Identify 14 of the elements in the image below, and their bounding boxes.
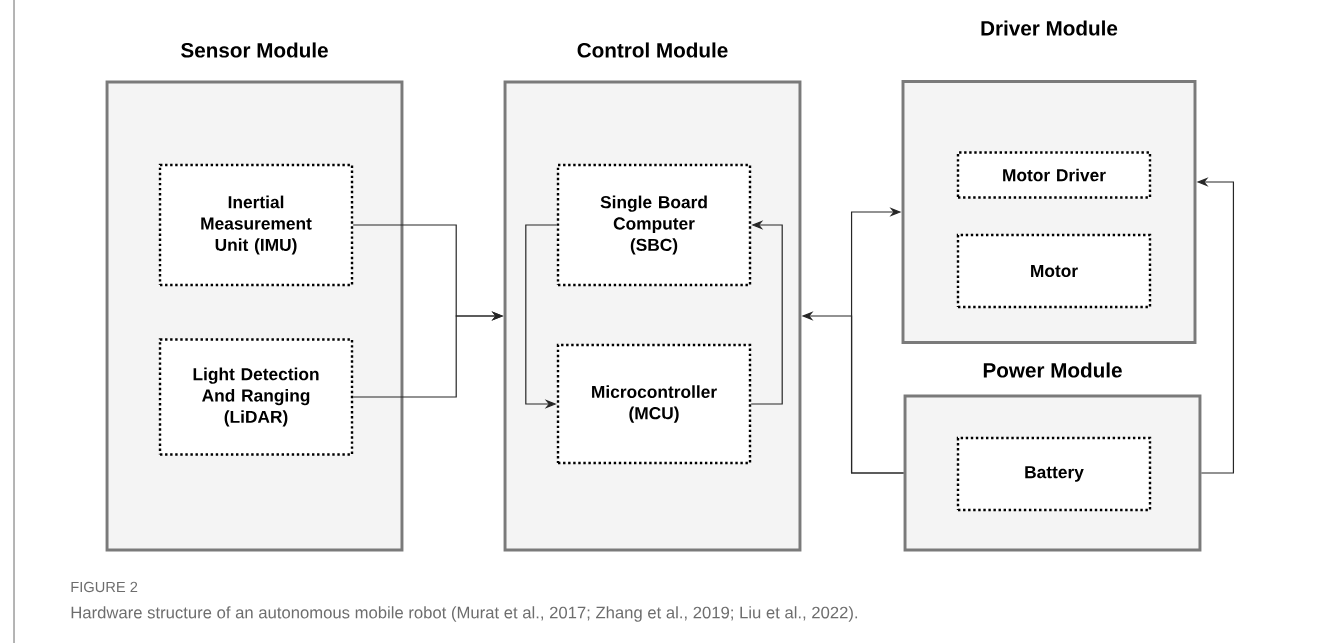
component-box: Microcontroller (MCU)	[556, 343, 752, 465]
arrow	[850, 207, 905, 474]
component-box: Battery	[956, 436, 1152, 512]
node-label: Sensor Module	[181, 42, 328, 58]
node-label: Control Module	[577, 42, 728, 58]
figure-label: FIGURE 2	[71, 581, 138, 593]
node-label: Driver Module	[981, 20, 1118, 36]
component-box: Motor Driver	[956, 151, 1152, 199]
component-box: Light Detection And Ranging (LiDAR)	[158, 338, 354, 456]
component-box: Single Board Computer (SBC)	[556, 163, 752, 287]
component-box: Motor	[956, 233, 1152, 309]
component-box: Inertial Measurement Unit (IMU)	[158, 163, 354, 287]
node-label: Power Module	[983, 362, 1122, 378]
caption: Hardware structure of an autonomous mobile robot (Murat et al., 2017; Zhang et al., 2019; Liu et al., 2022).	[71, 606, 858, 622]
